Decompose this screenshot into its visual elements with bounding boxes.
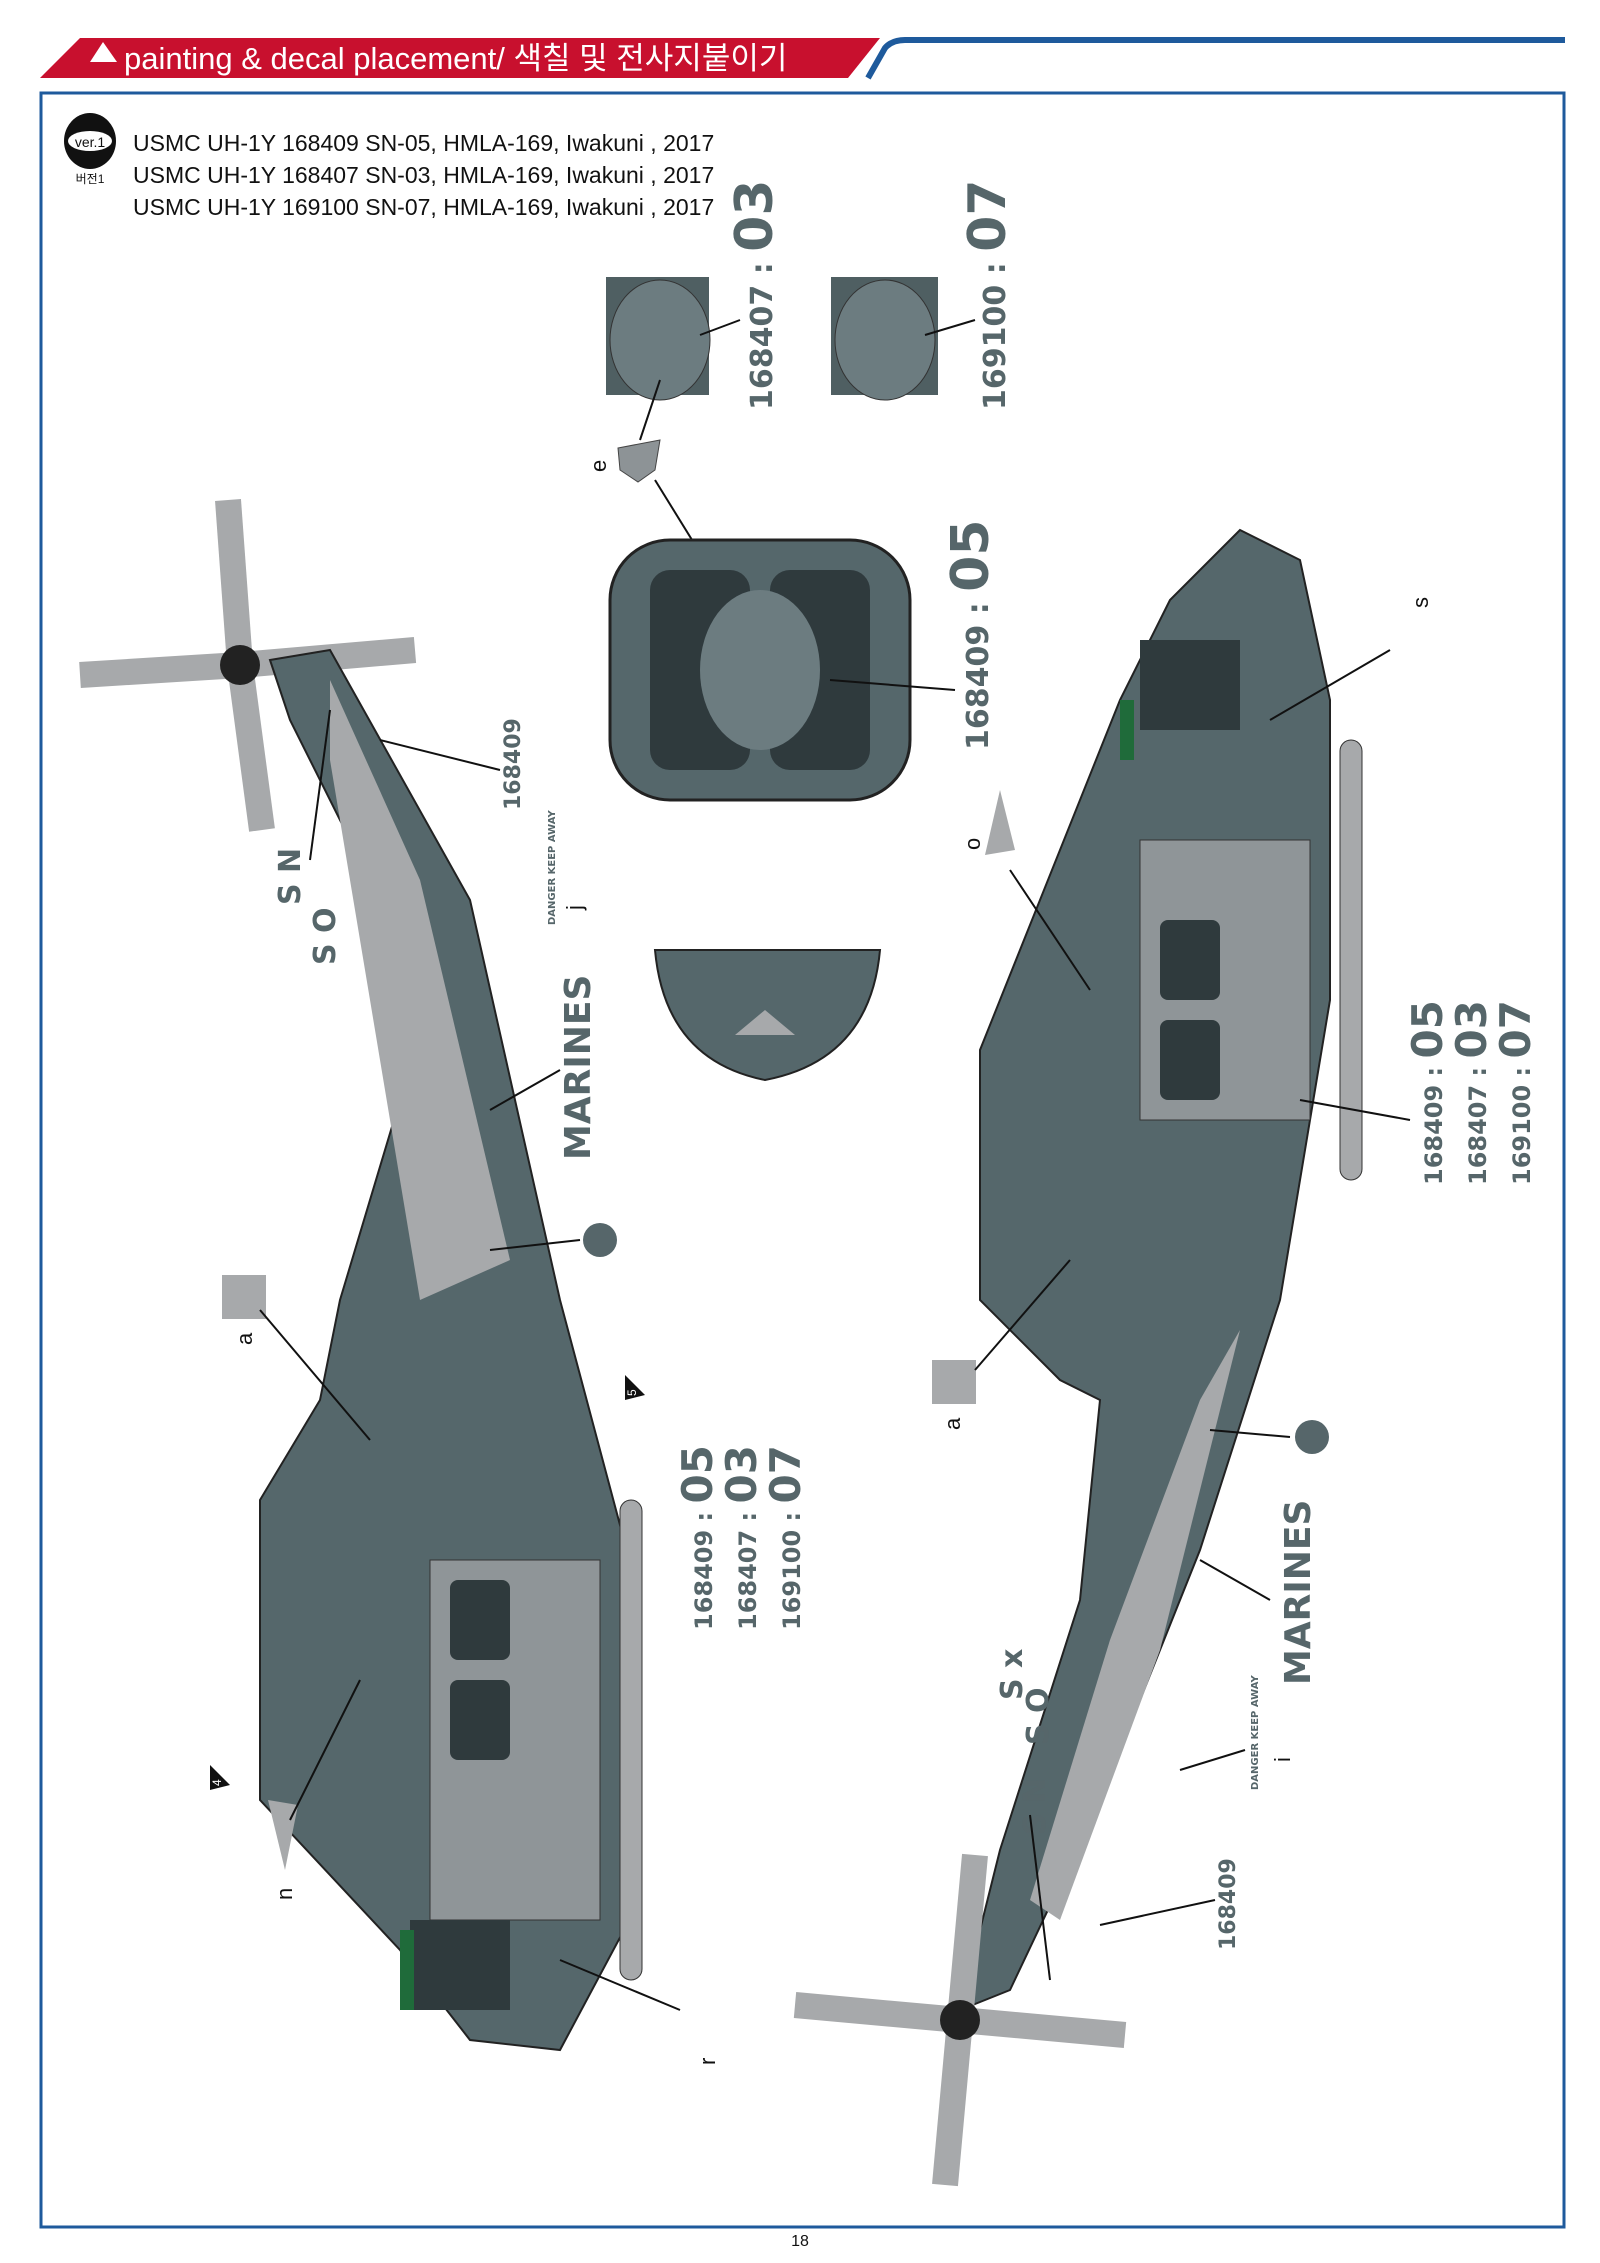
- marines-decal-left: MARINES: [558, 975, 599, 1160]
- aircraft-2: USMC UH-1Y 168407 SN-03, HMLA-169, Iwaku…: [133, 162, 714, 188]
- svg-text:169100 : 07: 169100 : 07: [1491, 1000, 1540, 1185]
- svg-text:169100 : 07: 169100 : 07: [761, 1445, 810, 1630]
- header-title: painting & decal placement/ 색칠 및 전사지붙이기: [124, 41, 787, 76]
- page-frame: [39, 91, 1566, 2229]
- chevron-decal-o: [985, 790, 1015, 855]
- danger-decal-right: DANGER KEEP AWAY: [1250, 1674, 1261, 1790]
- code-serial: 169100: [778, 1530, 806, 1630]
- front-num: 05: [941, 519, 1001, 591]
- version-block: ver.1 버전1 USMC UH-1Y 168409 SN-05, HMLA-…: [64, 113, 714, 220]
- code-serial: 168407: [734, 1530, 762, 1630]
- sep: :: [690, 1512, 718, 1522]
- step-5-marker: [625, 1375, 645, 1400]
- sn-decal-right: S N: [1018, 1778, 1053, 1835]
- cross-decal: [932, 1360, 976, 1404]
- svg-text:168409 : 05: 168409 : 05: [1403, 1000, 1452, 1185]
- inset-num: 07: [958, 179, 1018, 251]
- code-num: 05: [673, 1445, 722, 1503]
- danger-decal: DANGER KEEP AWAY: [547, 809, 558, 925]
- callout-o: o: [960, 838, 985, 850]
- sep: :: [961, 602, 996, 614]
- svg-text:168409 : 05: 168409 : 05: [941, 519, 1001, 750]
- serial-decal-left: 168409: [501, 718, 526, 810]
- code-num: 07: [1491, 1000, 1540, 1058]
- version-badge: ver.1: [75, 134, 106, 150]
- roundel-decal: [583, 1223, 617, 1257]
- so-decal-right: S O: [1021, 1687, 1056, 1745]
- sx-decal: S x: [995, 1649, 1030, 1700]
- code-serial: 168409: [690, 1530, 718, 1630]
- code-num: 05: [1403, 1000, 1452, 1058]
- callout-s: s: [1408, 597, 1433, 608]
- callout-j: j: [562, 905, 587, 911]
- svg-text:168409 : 05: 168409 : 05: [673, 1445, 722, 1630]
- inset-serial: 169100: [978, 285, 1013, 410]
- section-header: painting & decal placement/ 색칠 및 전사지붙이기: [40, 37, 1565, 80]
- helicopter-left-side: [79, 499, 643, 2052]
- svg-text:169100 : 07: 169100 : 07: [958, 179, 1018, 410]
- sep: :: [1464, 1067, 1492, 1077]
- step-4-label: 4: [210, 1779, 224, 1786]
- sep: :: [1420, 1067, 1448, 1077]
- code-serial: 168409: [1420, 1085, 1448, 1185]
- code-num: 07: [761, 1445, 810, 1503]
- page-number: 18: [791, 2233, 809, 2250]
- callout-a-right: a: [940, 1417, 965, 1430]
- code-serial: 168407: [1464, 1085, 1492, 1185]
- step-5-label: 5: [625, 1389, 639, 1396]
- code-num: 03: [717, 1445, 766, 1503]
- sn-decal: S N: [273, 848, 308, 905]
- sep: :: [1508, 1067, 1536, 1077]
- svg-text:168407 : 03: 168407 : 03: [725, 179, 785, 410]
- cross-decal: [222, 1275, 266, 1319]
- inset-169100: 169100 : 07: [831, 179, 1018, 410]
- callout-n: n: [272, 1888, 297, 1900]
- code-stack-left: 168409 : 05 168407 : 03 169100 : 07: [673, 1445, 810, 1630]
- code-stack-right: 168409 : 05 168407 : 03 169100 : 07: [1403, 1000, 1540, 1185]
- sep: :: [978, 262, 1013, 274]
- serial-decal-right: 168409: [1216, 1858, 1241, 1950]
- marines-decal-right: MARINES: [1278, 1500, 1319, 1685]
- lower-nose-view: [653, 949, 882, 1082]
- callout-a-left: a: [232, 1332, 257, 1345]
- unit-emblem-decal: [617, 439, 661, 483]
- sep: :: [734, 1512, 762, 1522]
- inset-serial: 168407: [745, 285, 780, 410]
- so-decal: S O: [308, 907, 343, 965]
- sep: :: [745, 262, 780, 274]
- code-num: 03: [1447, 1000, 1496, 1058]
- callout-r: r: [695, 2058, 720, 2065]
- version-korean: 버전1: [76, 172, 105, 186]
- inset-num: 03: [725, 179, 785, 251]
- triangle-icon: [90, 42, 117, 62]
- sep: :: [778, 1512, 806, 1522]
- step-4-marker: [210, 1765, 230, 1790]
- callout-e: e: [586, 460, 611, 472]
- helicopter-right-side: [793, 528, 1363, 2187]
- inset-168407: 168407 : 03: [606, 179, 785, 410]
- code-serial: 169100: [1508, 1085, 1536, 1185]
- svg-text:168407 : 03: 168407 : 03: [717, 1445, 766, 1630]
- aircraft-1: USMC UH-1Y 168409 SN-05, HMLA-169, Iwaku…: [133, 130, 714, 156]
- roundel-decal: [1295, 1420, 1329, 1454]
- front-serial: 168409: [961, 625, 996, 750]
- aircraft-3: USMC UH-1Y 169100 SN-07, HMLA-169, Iwaku…: [133, 194, 714, 220]
- front-view: 168409 : 05: [608, 519, 1001, 802]
- callout-i: i: [1270, 1757, 1295, 1762]
- svg-text:168407 : 03: 168407 : 03: [1447, 1000, 1496, 1185]
